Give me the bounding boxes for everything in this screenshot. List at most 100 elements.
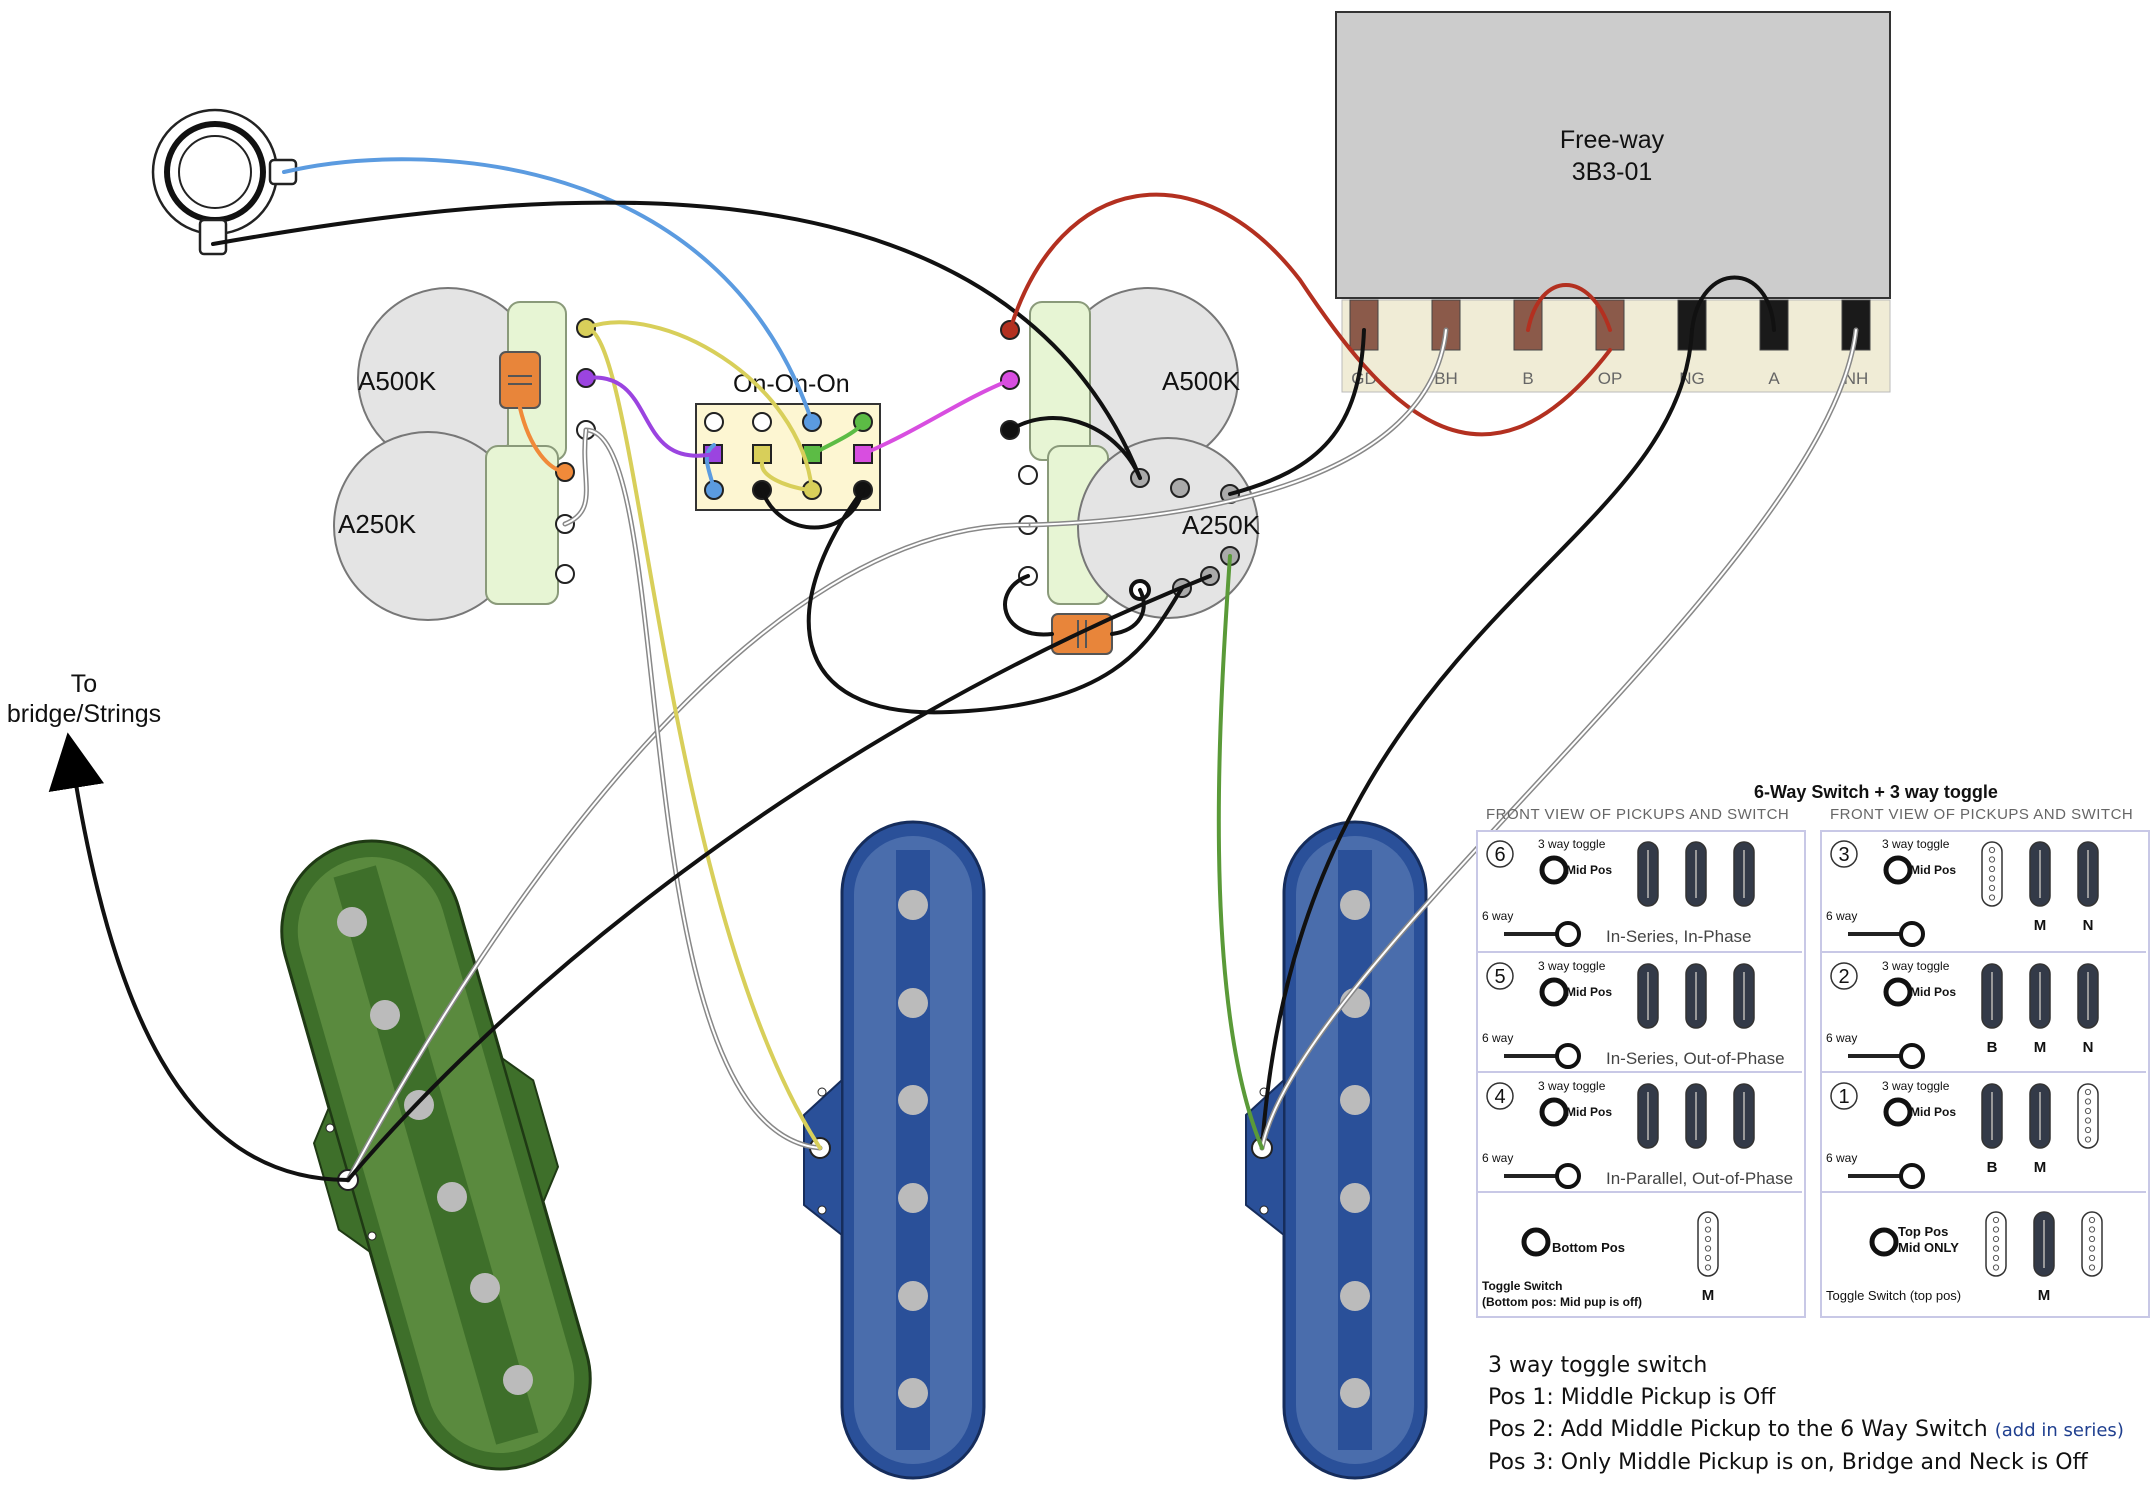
pot-lug-panel bbox=[1029, 301, 1091, 461]
toggle-knob-icon bbox=[1883, 1097, 1913, 1127]
pole-icon bbox=[1704, 1216, 1712, 1224]
toggle-knob-icon bbox=[1539, 855, 1569, 885]
pole-icon bbox=[1988, 865, 1996, 873]
pickup-letter: N bbox=[2083, 917, 2094, 934]
notes-pos2: Pos 2: Add Middle Pickup to the 6 Way Sw… bbox=[1488, 1417, 1988, 1442]
pole-icon bbox=[1704, 1264, 1712, 1271]
pole-icon bbox=[1992, 1264, 2000, 1271]
six-way-label: 6 way bbox=[1482, 1151, 1513, 1165]
pot-group-left: A500K A250K bbox=[333, 287, 596, 621]
pole-icon bbox=[1992, 1226, 2000, 1233]
toggle-caption: Toggle Switch (top pos) bbox=[1826, 1288, 1961, 1303]
toggle-position: Mid Pos bbox=[1910, 1105, 1956, 1119]
toggle-knob-icon bbox=[1869, 1227, 1899, 1257]
wiring-description: In-Series, Out-of-Phase bbox=[1606, 1049, 1785, 1068]
toggle-label: 3 way toggle bbox=[1882, 837, 1950, 851]
middle-pickup bbox=[803, 820, 986, 1480]
pole-icon bbox=[2084, 1088, 2092, 1096]
lever-knob-icon bbox=[1555, 1163, 1581, 1189]
pole-icon bbox=[1704, 1245, 1712, 1252]
position-number: 5 bbox=[1494, 966, 1505, 988]
pickup-icon bbox=[1985, 1211, 2007, 1277]
position-number-badge bbox=[1486, 962, 1514, 990]
pole-icon bbox=[1704, 1235, 1712, 1243]
pole-icon bbox=[1704, 1254, 1712, 1262]
six-way-label: 6 way bbox=[1826, 1031, 1857, 1045]
pickup-letter: B bbox=[1987, 1039, 1998, 1056]
pole-icon bbox=[2088, 1245, 2096, 1252]
chart-subtitle: FRONT VIEW OF PICKUPS AND SWITCH bbox=[1830, 806, 2134, 823]
position-number: 6 bbox=[1494, 844, 1505, 866]
pole-icon bbox=[1988, 856, 1996, 863]
toggle-notes: 3 way toggle switch Pos 1: Middle Pickup… bbox=[1488, 1350, 2124, 1479]
pole-icon bbox=[1992, 1245, 2000, 1252]
toggle-position: Mid Pos bbox=[1910, 985, 1956, 999]
pole-icon bbox=[1704, 1226, 1712, 1233]
six-way-label: 6 way bbox=[1482, 909, 1513, 923]
pot-label: A250K bbox=[338, 509, 417, 539]
pole-icon bbox=[2084, 1098, 2092, 1105]
pickup-letter: N bbox=[2083, 1039, 2094, 1056]
pole-icon bbox=[2088, 1264, 2096, 1271]
pot-label: A250K bbox=[1182, 510, 1261, 540]
lever-knob-icon bbox=[1899, 1043, 1925, 1069]
position-number-badge bbox=[1830, 840, 1858, 868]
pickup-icon bbox=[2077, 1083, 2099, 1149]
pole-icon bbox=[2088, 1254, 2096, 1262]
toggle-knob-icon bbox=[1521, 1227, 1551, 1257]
switch-chart: 6-Way Switch + 3 way toggle FRONT VIEW O… bbox=[1476, 782, 2150, 1322]
toggle-caption: Toggle Switch bbox=[1482, 1279, 1562, 1293]
pickup-letter: M bbox=[2038, 1287, 2051, 1304]
pole-icon bbox=[2088, 1226, 2096, 1233]
toggle-label: 3 way toggle bbox=[1882, 1079, 1950, 1093]
six-way-label: 6 way bbox=[1482, 1031, 1513, 1045]
toggle-position: Mid Pos bbox=[1566, 985, 1612, 999]
pole-icon bbox=[2084, 1107, 2092, 1115]
lever-knob-icon bbox=[1899, 921, 1925, 947]
pickup-icon bbox=[1981, 841, 2003, 907]
six-way-label: 6 way bbox=[1826, 1151, 1857, 1165]
toggle-position: Mid Pos bbox=[1910, 863, 1956, 877]
chart-grid bbox=[1478, 951, 2146, 1193]
pole-icon bbox=[2084, 1126, 2092, 1134]
terminal-label: OP bbox=[1598, 369, 1623, 388]
notes-pos1: Pos 1: Middle Pickup is Off bbox=[1488, 1385, 1776, 1410]
position-number-badge bbox=[1830, 1082, 1858, 1110]
chart-title: 6-Way Switch + 3 way toggle bbox=[1754, 782, 1998, 802]
pole-icon bbox=[1988, 846, 1996, 854]
terminal-label: NH bbox=[1844, 369, 1869, 388]
pickup-icon bbox=[2081, 1211, 2103, 1277]
toggle-position: Top Pos bbox=[1898, 1224, 1948, 1239]
pole-icon bbox=[2088, 1235, 2096, 1243]
pole-icon bbox=[2084, 1117, 2092, 1124]
controller-title: Free-way bbox=[1560, 126, 1665, 154]
pot-lug-panel bbox=[485, 445, 559, 605]
lever-knob-icon bbox=[1555, 1043, 1581, 1069]
position-number-badge bbox=[1486, 1082, 1514, 1110]
toggle-knob-icon bbox=[1539, 1097, 1569, 1127]
position-number: 1 bbox=[1838, 1086, 1849, 1108]
toggle-label: 3 way toggle bbox=[1538, 837, 1606, 851]
bridge-label: bridge/Strings bbox=[7, 700, 161, 728]
toggle-position: Mid ONLY bbox=[1898, 1240, 1959, 1255]
lever-knob-icon bbox=[1899, 1163, 1925, 1189]
pole-icon bbox=[1988, 894, 1996, 901]
notes-pos2-line: Pos 2: Add Middle Pickup to the 6 Way Sw… bbox=[1488, 1414, 2124, 1447]
notes-pos3: Pos 3: Only Middle Pickup is on, Bridge … bbox=[1488, 1450, 2088, 1475]
terminal-label: B bbox=[1522, 369, 1533, 388]
pickup-letter: B bbox=[1987, 1159, 1998, 1176]
toggle-knob-icon bbox=[1883, 977, 1913, 1007]
pot-label: A500K bbox=[1162, 366, 1241, 396]
toggle-label: 3 way toggle bbox=[1538, 959, 1606, 973]
toggle-position: Mid Pos bbox=[1566, 863, 1612, 877]
position-number-badge bbox=[1830, 962, 1858, 990]
toggle-knob-icon bbox=[1539, 977, 1569, 1007]
toggle-label: 3 way toggle bbox=[1538, 1079, 1606, 1093]
mini-toggle-switch: On-On-On bbox=[695, 370, 881, 511]
pole-icon bbox=[2084, 1136, 2092, 1143]
pickup-letter: M bbox=[2034, 1039, 2047, 1056]
toggle-position: Mid Pos bbox=[1566, 1105, 1612, 1119]
lever-knob-icon bbox=[1555, 921, 1581, 947]
pole-icon bbox=[1992, 1254, 2000, 1262]
